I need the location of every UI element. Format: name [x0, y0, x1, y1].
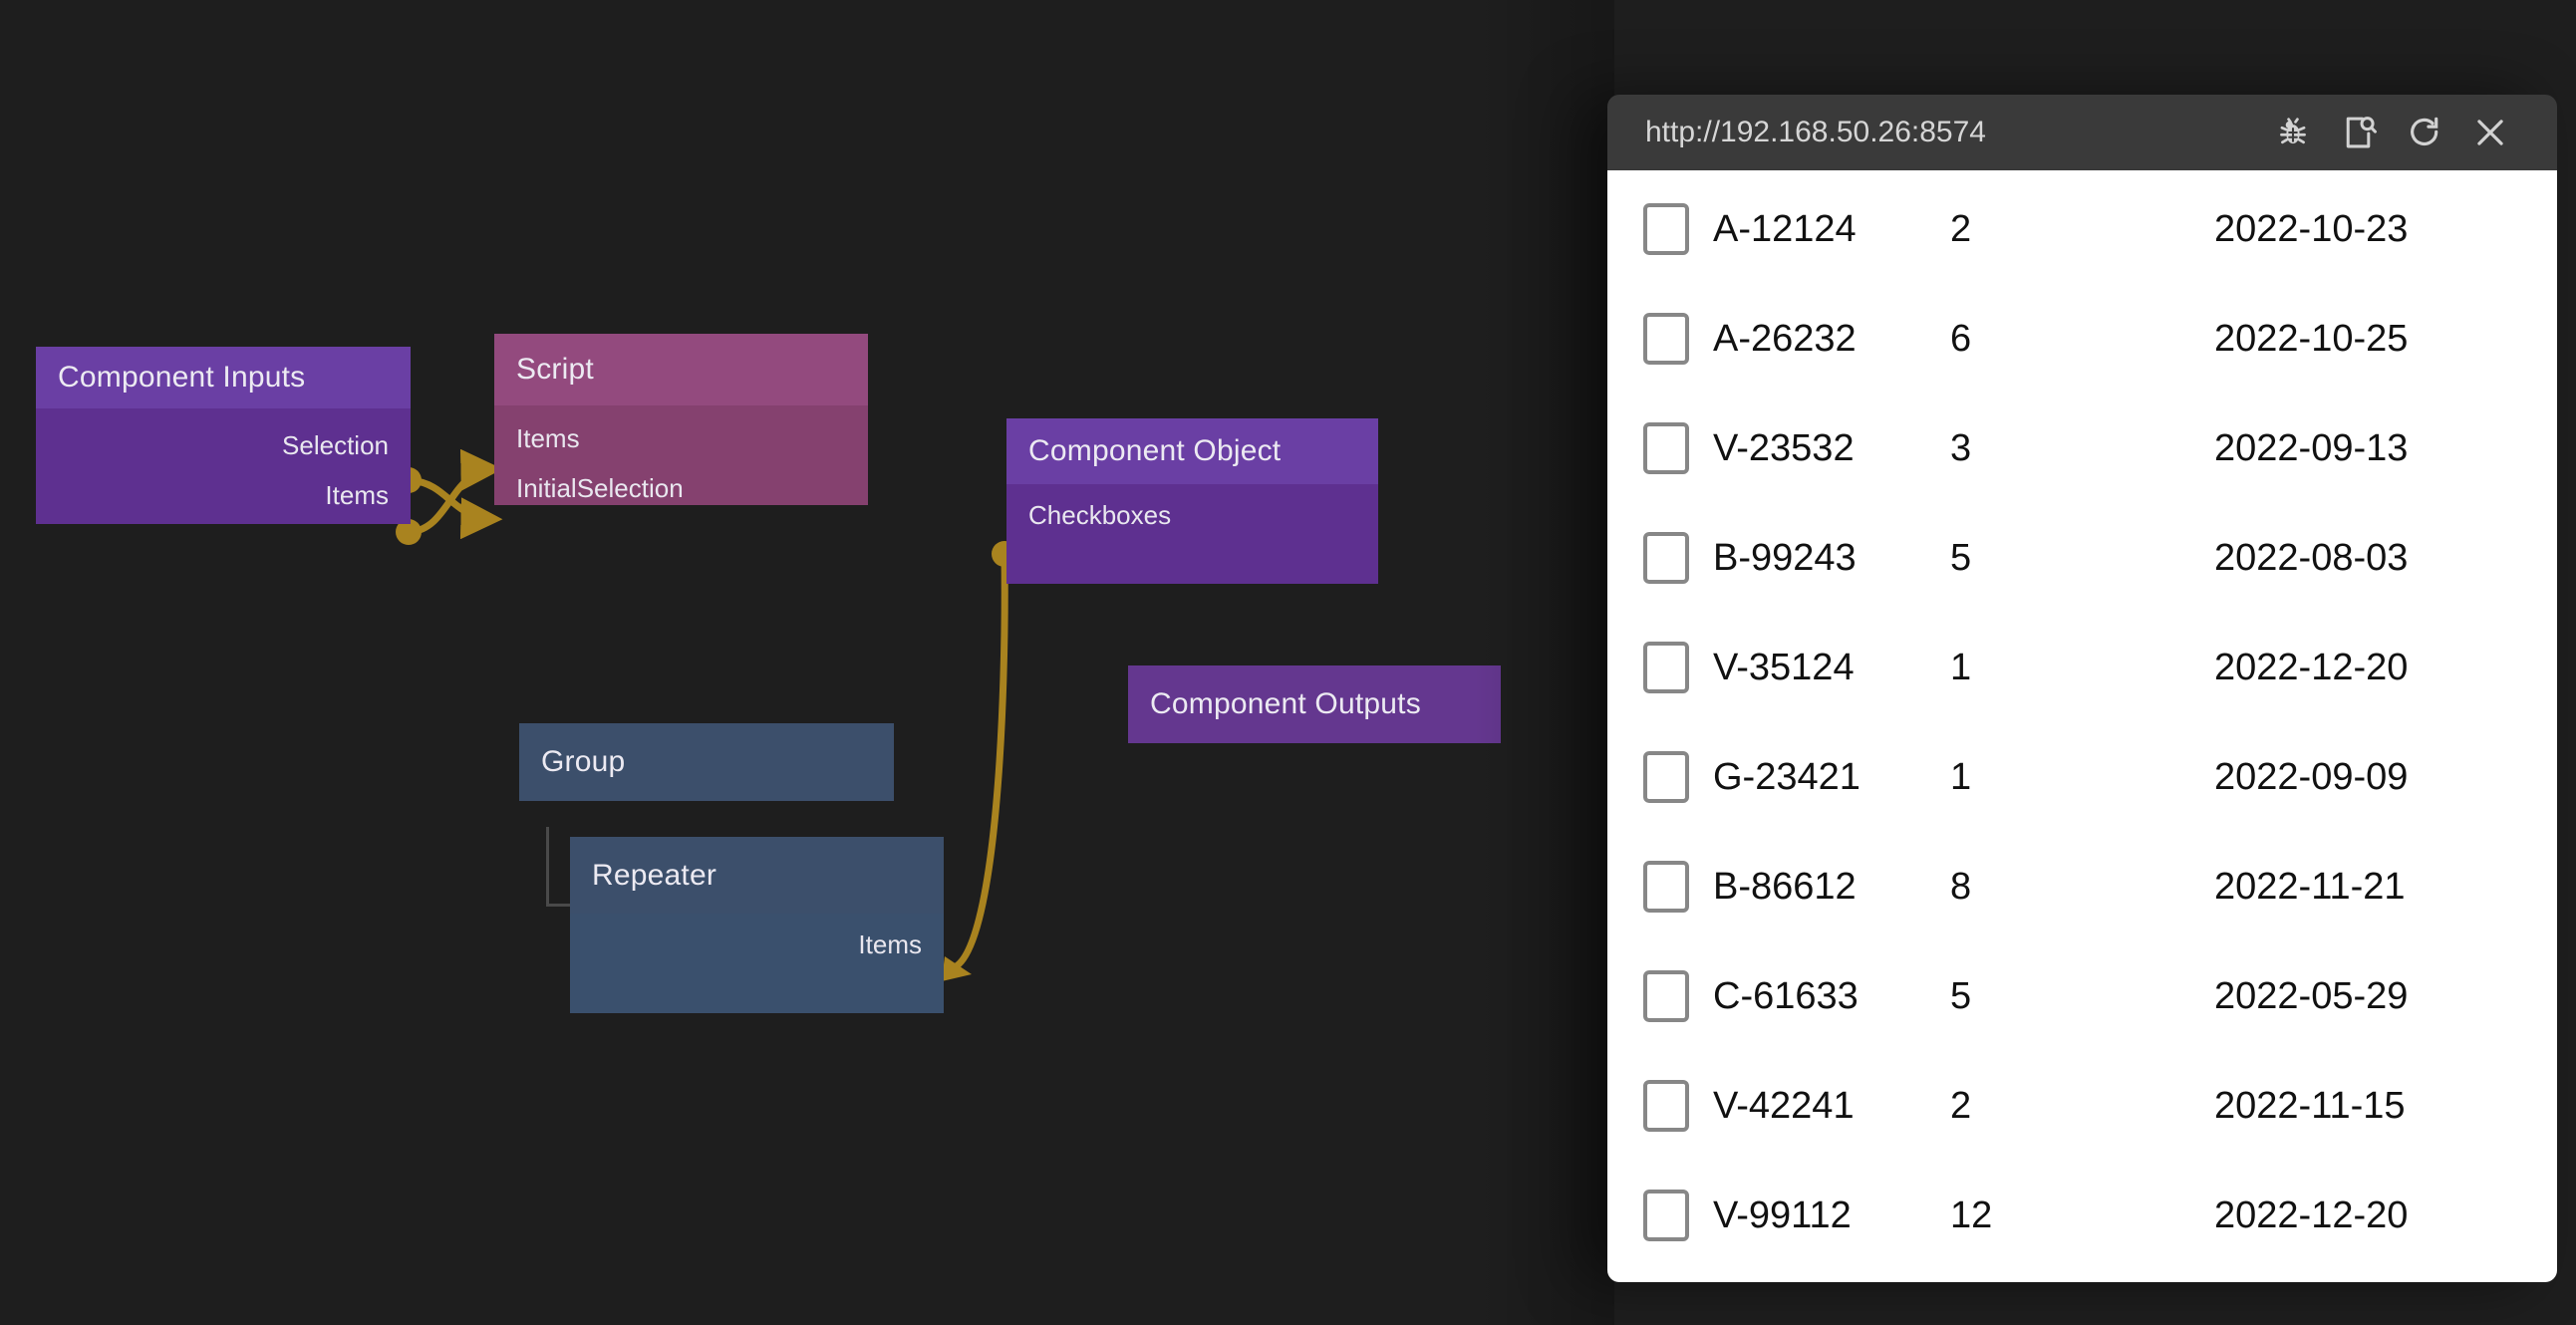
- table-row[interactable]: C-61633 5 2022-05-29: [1607, 941, 2557, 1051]
- node-title: Component Inputs: [36, 347, 411, 408]
- cell-date: 2022-09-13: [2214, 426, 2409, 469]
- cell-date: 2022-11-21: [2214, 865, 2406, 908]
- node-group[interactable]: Group: [519, 723, 894, 801]
- node-ports: Checkboxes: [1006, 484, 1378, 584]
- row-checkbox[interactable]: [1643, 861, 1689, 913]
- node-component-object[interactable]: Component Object Checkboxes: [1006, 418, 1378, 584]
- node-title: Component Object: [1006, 418, 1378, 484]
- preview-panel: http://192.168.50.26:8574: [1607, 95, 2557, 1282]
- cell-qty: 5: [1950, 974, 1972, 1017]
- table-row[interactable]: B-99243 5 2022-08-03: [1607, 503, 2557, 613]
- table-row[interactable]: G-23421 1 2022-09-09: [1607, 722, 2557, 832]
- port-checkboxes[interactable]: Checkboxes: [1028, 499, 1172, 530]
- cell-id: V-23532: [1713, 426, 1855, 469]
- link-selection-to-initialselection: [410, 476, 503, 540]
- row-checkbox[interactable]: [1643, 203, 1689, 255]
- cell-qty: 2: [1950, 1084, 1972, 1127]
- cell-qty: 6: [1950, 317, 1972, 360]
- table-row[interactable]: A-26232 6 2022-10-25: [1607, 284, 2557, 394]
- arrow-repeater-items: [942, 956, 972, 981]
- cell-qty: 8: [1950, 865, 1972, 908]
- cell-date: 2022-05-29: [2214, 974, 2409, 1017]
- cell-id: G-23421: [1713, 755, 1860, 798]
- row-checkbox[interactable]: [1643, 751, 1689, 803]
- node-component-outputs[interactable]: Component Outputs: [1128, 665, 1501, 743]
- row-checkbox[interactable]: [1643, 1080, 1689, 1132]
- row-checkbox[interactable]: [1643, 313, 1689, 365]
- reload-icon[interactable]: [2394, 102, 2455, 163]
- row-checkbox[interactable]: [1643, 422, 1689, 474]
- cell-date: 2022-11-15: [2214, 1084, 2406, 1127]
- node-ports: Items: [570, 914, 944, 1013]
- row-checkbox[interactable]: [1643, 532, 1689, 584]
- node-ports: Items InitialSelection: [494, 405, 868, 505]
- cell-id: V-35124: [1713, 646, 1855, 688]
- port-items[interactable]: Items: [516, 422, 580, 453]
- table-row[interactable]: A-12124 2 2022-10-23: [1607, 174, 2557, 284]
- node-component-inputs[interactable]: Component Inputs Selection Items: [36, 347, 411, 524]
- cell-date: 2022-12-20: [2214, 646, 2409, 688]
- link-repeater-items-to-checkboxes: [950, 555, 1008, 972]
- port-selection[interactable]: Selection: [282, 429, 389, 460]
- node-title: Component Outputs: [1128, 665, 1501, 743]
- link-items-to-items: [410, 448, 503, 536]
- node-repeater[interactable]: Repeater Items: [570, 837, 944, 1013]
- cell-qty: 2: [1950, 207, 1972, 250]
- cell-id: V-42241: [1713, 1084, 1855, 1127]
- node-title: Group: [519, 723, 894, 801]
- row-checkbox[interactable]: [1643, 970, 1689, 1022]
- cell-id: C-61633: [1713, 974, 1859, 1017]
- cell-date: 2022-12-20: [2214, 1193, 2409, 1236]
- port-items[interactable]: Items: [858, 928, 922, 959]
- cell-date: 2022-09-09: [2214, 755, 2409, 798]
- tree-connector: [546, 827, 572, 907]
- cell-id: B-99243: [1713, 536, 1857, 579]
- table-row[interactable]: V-35124 1 2022-12-20: [1607, 613, 2557, 722]
- cell-id: V-99112: [1713, 1193, 1852, 1236]
- close-icon[interactable]: [2459, 102, 2521, 163]
- node-title: Script: [494, 334, 868, 405]
- port-initialselection[interactable]: InitialSelection: [516, 472, 684, 503]
- node-script[interactable]: Script Items InitialSelection: [494, 334, 868, 505]
- page-inspect-icon[interactable]: [2328, 102, 2390, 163]
- cell-id: A-26232: [1713, 317, 1857, 360]
- table-row[interactable]: B-86612 8 2022-11-21: [1607, 832, 2557, 941]
- table-row[interactable]: V-42241 2 2022-11-15: [1607, 1051, 2557, 1161]
- panel-title-bar: http://192.168.50.26:8574: [1607, 95, 2557, 170]
- table-row[interactable]: V-23532 3 2022-09-13: [1607, 394, 2557, 503]
- cell-qty: 1: [1950, 755, 1972, 798]
- cell-qty: 1: [1950, 646, 1972, 688]
- cell-id: A-12124: [1713, 207, 1857, 250]
- cell-qty: 3: [1950, 426, 1972, 469]
- cell-date: 2022-08-03: [2214, 536, 2409, 579]
- table-row[interactable]: V-99112 12 2022-12-20: [1607, 1161, 2557, 1270]
- node-title: Repeater: [570, 837, 944, 914]
- panel-url-label[interactable]: http://192.168.50.26:8574: [1645, 116, 1986, 148]
- cell-id: B-86612: [1713, 865, 1857, 908]
- port-items[interactable]: Items: [325, 479, 389, 510]
- cell-date: 2022-10-25: [2214, 317, 2409, 360]
- cell-qty: 12: [1950, 1193, 1993, 1236]
- node-ports: Selection Items: [36, 408, 411, 524]
- bug-icon[interactable]: [2262, 102, 2324, 163]
- cell-date: 2022-10-23: [2214, 207, 2409, 250]
- row-checkbox[interactable]: [1643, 1190, 1689, 1241]
- row-checkbox[interactable]: [1643, 642, 1689, 693]
- cell-qty: 5: [1950, 536, 1972, 579]
